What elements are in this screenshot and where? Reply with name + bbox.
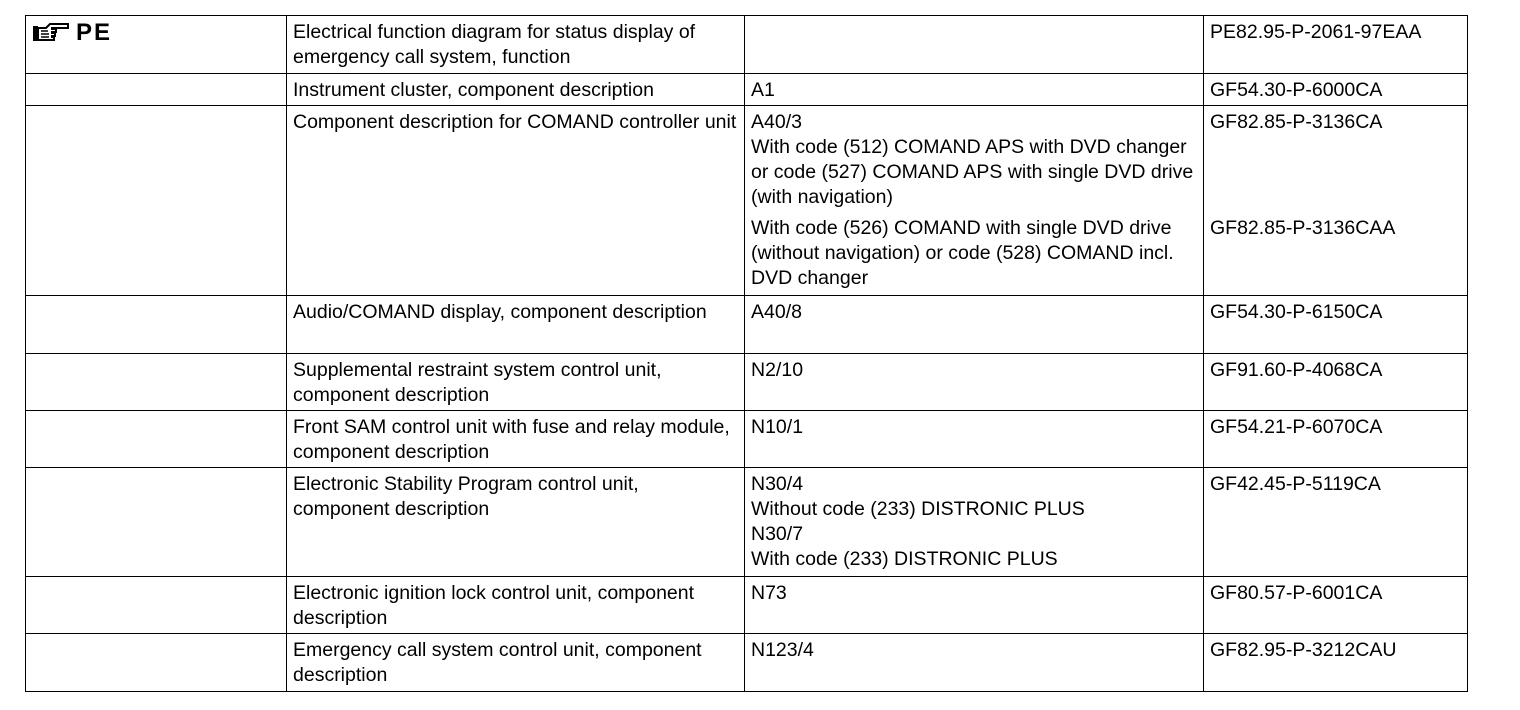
table-row: Supplemental restraint system control un… xyxy=(25,353,1468,411)
component-cell: N123/4 xyxy=(744,633,1204,692)
component-cell: N10/1 xyxy=(744,410,1204,468)
description-cell: Supplemental restraint system control un… xyxy=(286,353,745,411)
component-code: N30/4 xyxy=(751,473,804,495)
marker-cell xyxy=(25,633,287,692)
document-link[interactable]: GF82.85-P-3136CAA xyxy=(1210,217,1396,239)
component-code: N30/7 xyxy=(751,523,804,545)
pointing-hand-icon xyxy=(32,21,70,45)
component-cell: A40/8 xyxy=(744,295,1204,354)
component-cell: N73 xyxy=(744,576,1204,634)
description-cell: Electrical function diagram for status d… xyxy=(286,15,745,74)
component-cell: N2/10 xyxy=(744,353,1204,411)
description-cell: Emergency call system control unit, comp… xyxy=(286,633,745,692)
table-row: Audio/COMAND display, component descript… xyxy=(25,295,1468,354)
description-cell: Electronic ignition lock control unit, c… xyxy=(286,576,745,634)
document-link[interactable]: PE82.95-P-2061-97EAA xyxy=(1203,15,1468,74)
marker-cell: PE xyxy=(25,15,287,74)
document-link[interactable]: GF80.57-P-6001CA xyxy=(1203,576,1468,634)
description-cell: Electronic Stability Program control uni… xyxy=(286,467,745,577)
document-cell: GF82.85-P-3136CA GF82.85-P-3136CAA xyxy=(1203,105,1468,296)
component-cell: N30/4 Without code (233) DISTRONIC PLUS … xyxy=(744,467,1204,577)
marker-cell xyxy=(25,295,287,354)
document-link[interactable]: GF54.30-P-6150CA xyxy=(1203,295,1468,354)
description-cell: Instrument cluster, component descriptio… xyxy=(286,73,745,106)
marker-cell xyxy=(25,576,287,634)
table-row: Electronic ignition lock control unit, c… xyxy=(25,576,1468,634)
document-link[interactable]: GF82.95-P-3212CAU xyxy=(1203,633,1468,692)
document-link[interactable]: GF42.45-P-5119CA xyxy=(1203,467,1468,577)
marker-cell xyxy=(25,467,287,577)
document-link[interactable]: GF91.60-P-4068CA xyxy=(1203,353,1468,411)
variant-note: With code (233) DISTRONIC PLUS xyxy=(751,548,1058,570)
component-cell: A40/3 With code (512) COMAND APS with DV… xyxy=(744,105,1204,296)
table-row: Electronic Stability Program control uni… xyxy=(25,467,1468,577)
marker-cell xyxy=(25,105,287,296)
marker-cell xyxy=(25,410,287,468)
component-code: A40/3 xyxy=(751,111,802,133)
marker-cell xyxy=(25,353,287,411)
document-link[interactable]: GF82.85-P-3136CA xyxy=(1210,111,1383,133)
table-row: Component description for COMAND control… xyxy=(25,105,1468,296)
component-cell xyxy=(744,15,1204,74)
variant-note: Without code (233) DISTRONIC PLUS xyxy=(751,498,1085,520)
variant-note: With code (526) COMAND with single DVD d… xyxy=(751,217,1174,289)
description-cell: Front SAM control unit with fuse and rel… xyxy=(286,410,745,468)
description-cell: Component description for COMAND control… xyxy=(286,105,745,296)
pe-label: PE xyxy=(76,19,113,46)
document-link[interactable]: GF54.30-P-6000CA xyxy=(1203,73,1468,106)
reference-table: PE Electrical function diagram for statu… xyxy=(25,15,1468,692)
table-row: PE Electrical function diagram for statu… xyxy=(25,15,1468,74)
variant-note: With code (512) COMAND APS with DVD chan… xyxy=(751,136,1194,208)
marker-cell xyxy=(25,73,287,106)
table-row: Front SAM control unit with fuse and rel… xyxy=(25,410,1468,468)
table-row: Emergency call system control unit, comp… xyxy=(25,633,1468,692)
component-cell: A1 xyxy=(744,73,1204,106)
document-link[interactable]: GF54.21-P-6070CA xyxy=(1203,410,1468,468)
description-cell: Audio/COMAND display, component descript… xyxy=(286,295,745,354)
table-row: Instrument cluster, component descriptio… xyxy=(25,73,1468,106)
